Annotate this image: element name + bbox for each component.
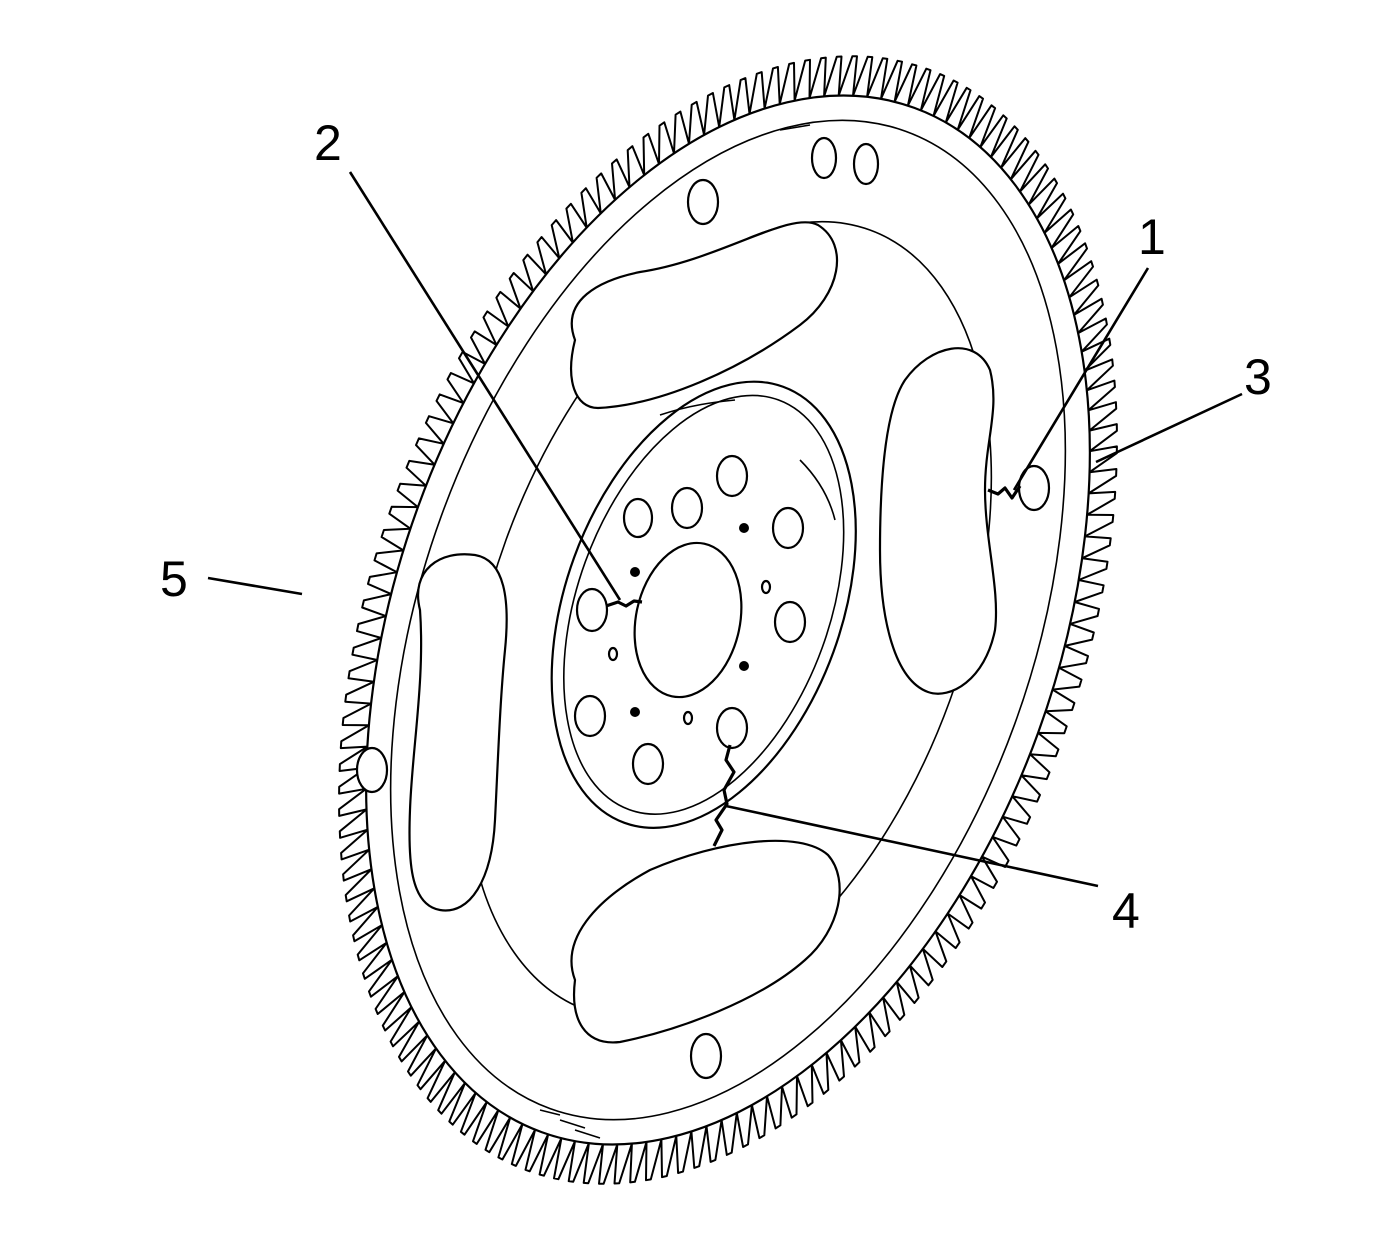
crack-4 xyxy=(712,744,736,847)
bolt-hole xyxy=(573,694,607,738)
bolt-hole xyxy=(575,587,609,633)
cutout-left xyxy=(408,553,508,912)
crack-2 xyxy=(605,599,643,608)
bolt-hole xyxy=(631,742,665,786)
callout-5: 5 xyxy=(160,551,188,607)
crack-1 xyxy=(987,485,1022,500)
bolt-hole xyxy=(622,497,654,539)
pin-holes xyxy=(607,523,772,726)
cracks xyxy=(605,485,1022,847)
callout-labels: 1 2 3 4 5 xyxy=(160,115,1272,939)
flexplate-inner-rim xyxy=(389,119,1067,1121)
leader-3 xyxy=(1095,392,1243,464)
bolt-hole xyxy=(852,142,880,186)
cutout-right xyxy=(878,347,998,695)
crank-bolt-holes xyxy=(573,454,807,786)
leader-lines xyxy=(207,171,1243,888)
bolt-hole xyxy=(686,178,720,226)
callout-2: 2 xyxy=(314,115,342,171)
bolt-hole xyxy=(810,136,838,180)
surface-marks xyxy=(539,124,836,1139)
bolt-hole xyxy=(689,1032,723,1080)
leader-4 xyxy=(725,804,1099,888)
bolt-hole xyxy=(771,506,805,550)
bolt-hole xyxy=(773,600,807,644)
hub-ring-outer xyxy=(550,380,857,829)
leader-5 xyxy=(207,576,303,596)
hub-ring-inner xyxy=(563,394,845,815)
bolt-hole xyxy=(670,486,704,530)
bolt-hole xyxy=(715,454,749,498)
leader-2 xyxy=(348,171,622,601)
bolt-hole xyxy=(355,746,389,794)
callout-3: 3 xyxy=(1244,349,1272,405)
cutout-top xyxy=(570,221,839,410)
leader-1 xyxy=(1012,267,1150,491)
bolt-hole xyxy=(715,706,749,750)
callout-1: 1 xyxy=(1138,209,1166,265)
callout-4: 4 xyxy=(1112,883,1140,939)
cutout-bottom xyxy=(570,839,841,1044)
center-bore xyxy=(633,541,743,699)
